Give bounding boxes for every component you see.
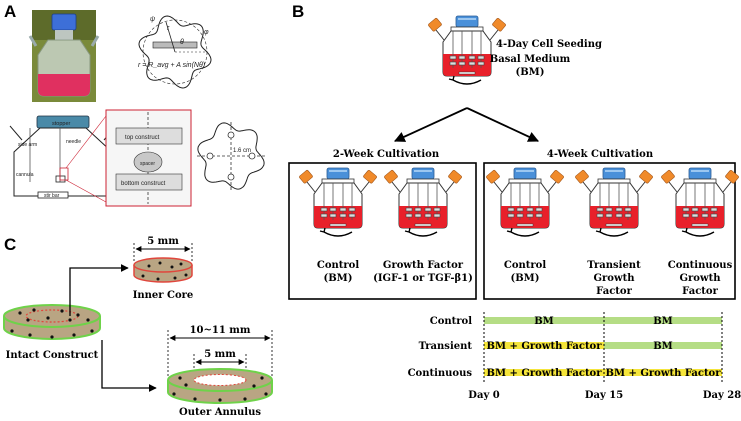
timeline-row-label: Transient — [419, 341, 473, 352]
timeline-phase2-label: BM — [653, 341, 673, 352]
four-week-group-caption: Transient — [587, 260, 641, 271]
two-week-group-caption: Control — [317, 260, 359, 271]
bioreactor-icon — [574, 167, 654, 237]
four-week-group-caption: Growth — [594, 273, 636, 284]
panel-a: A r θ φ ψ r = R_avg + A sin(Nθ) — [4, 2, 265, 207]
four-week-group-caption: Control — [504, 260, 546, 271]
arrow-to-outer-annulus — [101, 340, 157, 392]
four-week-title: 4-Week Cultivation — [547, 149, 654, 160]
timeline-bar-phase1 — [484, 369, 604, 376]
intact-construct-label: Intact Construct — [6, 350, 99, 361]
sinusoid-diagram: r θ φ ψ r = R_avg + A sin(Nθ) — [138, 15, 212, 89]
symbol-phi: φ — [204, 29, 209, 36]
four-week-group-caption: Growth — [680, 273, 722, 284]
timeline-bar-phase2 — [604, 369, 722, 376]
two-week-group-1: Growth Factor (IGF-1 or TGF-β1) — [373, 167, 473, 284]
bioreactor-icon — [485, 167, 565, 237]
bottom-construct-label: bottom construct — [121, 181, 166, 187]
bioreactor-schematic: stopper side arm needle cannula stir bar — [9, 115, 117, 199]
seeding-bioreactor-icon — [427, 15, 507, 85]
bioreactor-icon — [383, 167, 463, 237]
spacing-label: 1.6 cm — [233, 148, 251, 154]
four-week-group-caption: Continuous — [668, 260, 733, 271]
day-0-label: Day 0 — [468, 390, 499, 401]
seeding-medium-line1: Basal Medium — [490, 54, 571, 65]
inner-dimension-label: 5 mm — [147, 236, 179, 247]
outer-inner-dimension-label: 5 mm — [204, 349, 236, 360]
bioreactor-icon — [660, 167, 740, 237]
four-week-group-caption: Factor — [682, 286, 718, 297]
two-week-box — [288, 162, 477, 300]
timeline-phase2-label: BM + Growth Factor — [606, 368, 722, 379]
two-week-group-caption: Growth Factor — [383, 260, 464, 271]
arrow-to-4week — [466, 107, 539, 142]
four-week-group-0: Control (BM) — [485, 167, 565, 284]
panel-b: B 4-Day Cell Seeding Basal Medium (BM) 2… — [288, 2, 741, 401]
four-week-group-caption: Factor — [596, 286, 632, 297]
outer-annulus-label: Outer Annulus — [179, 407, 261, 418]
two-week-group-caption: (IGF-1 or TGF-β1) — [373, 273, 473, 284]
timeline-bar-phase2 — [604, 317, 722, 324]
rod-icon — [152, 41, 198, 49]
panel-c: C 5 mm Inner Core Inta — [3, 235, 273, 418]
timeline-row-label: Continuous — [408, 368, 473, 379]
flask-photo — [28, 10, 100, 102]
inner-core-label: Inner Core — [133, 290, 194, 301]
timeline-phase2-label: BM — [653, 316, 673, 327]
arrow-to-2week — [394, 107, 468, 142]
two-week-title: 2-Week Cultivation — [333, 149, 440, 160]
cross-section: 1.6 cm — [197, 122, 265, 190]
bioreactor-icon — [298, 167, 378, 237]
needle-label: needle — [66, 139, 81, 145]
two-week-group-0: Control (BM) — [298, 167, 378, 284]
timeline-bar-phase1 — [484, 342, 604, 349]
seeding-title: 4-Day Cell Seeding — [496, 39, 602, 50]
timeline-phase1-label: BM — [534, 316, 554, 327]
inner-core-disc: 5 mm Inner Core — [133, 236, 194, 301]
cannula-label: cannula — [16, 172, 34, 178]
two-week-group-caption: (BM) — [324, 273, 353, 284]
top-construct-label: top construct — [125, 135, 160, 141]
outer-annulus-disc: 10~11 mm 5 mm Outer Annulus — [167, 325, 273, 418]
stir-bar-label: stir bar — [44, 193, 60, 199]
outer-dimension-label: 10~11 mm — [190, 325, 251, 336]
cultivation-groups: Control (BM) Growth Factor (IGF-1 or TGF-β1… — [298, 167, 740, 297]
arrow-to-inner-core — [69, 264, 129, 316]
symbol-psi: ψ — [150, 16, 155, 23]
timeline-phase1-label: BM + Growth Factor — [487, 368, 603, 379]
intact-construct-disc: Intact Construct — [3, 304, 101, 361]
stopper-label: stopper — [52, 121, 71, 127]
timeline-row: Control BM BM — [430, 316, 722, 327]
panel-a-label: A — [4, 2, 16, 21]
timeline-bar-phase1 — [484, 317, 604, 324]
construct-inset: top construct spacer bottom construct — [65, 109, 192, 207]
symbol-theta: θ — [180, 39, 184, 46]
timeline-phase1-label: BM + Growth Factor — [487, 341, 603, 352]
day-15-label: Day 15 — [585, 390, 623, 401]
four-week-group-caption: (BM) — [511, 273, 540, 284]
day-28-label: Day 28 — [703, 390, 741, 401]
four-week-box — [483, 162, 736, 300]
panel-c-label: C — [4, 235, 16, 254]
spacer-label: spacer — [140, 161, 155, 167]
sinusoid-equation: r = R_avg + A sin(Nθ) — [138, 62, 205, 69]
timeline-bar-phase2 — [604, 342, 722, 349]
seeding-medium-line2: (BM) — [516, 67, 545, 78]
symbol-r: r — [167, 25, 170, 32]
timeline-row-label: Control — [430, 316, 472, 327]
timeline-row: Transient BM + Growth Factor BM — [419, 341, 722, 352]
side-arm-label: side arm — [18, 142, 37, 148]
panel-b-label: B — [292, 2, 304, 21]
